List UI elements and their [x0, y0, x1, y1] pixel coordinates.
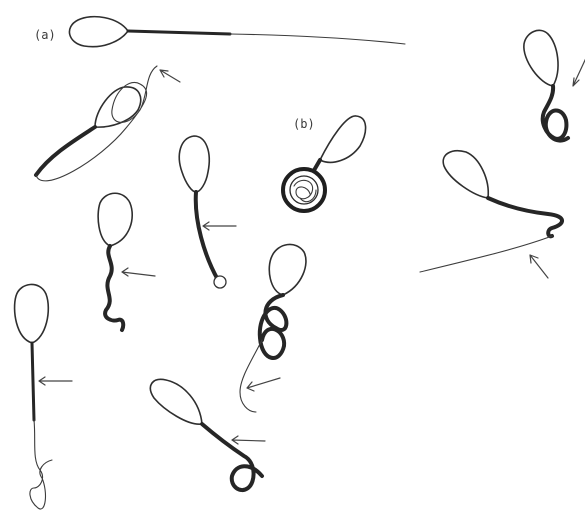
sperm-coiled-knob	[179, 136, 236, 288]
arrow-4	[247, 378, 280, 391]
sperm-looped-tail-1	[36, 66, 180, 181]
normal-sperm	[69, 17, 405, 47]
sperm-kinked-midpiece	[98, 193, 155, 330]
arrow-5	[39, 377, 72, 385]
arrow-3	[122, 268, 155, 276]
arrow-2	[203, 222, 236, 230]
label-panel-a: (a)	[34, 28, 56, 42]
tail-knob	[214, 276, 226, 288]
sperm-long-tail-looped	[15, 284, 72, 509]
sperm-top-right-coiled	[524, 30, 585, 140]
arrow-1	[160, 70, 180, 82]
arrow-8	[530, 255, 548, 278]
sperm-bent-long-tail	[420, 151, 562, 278]
sperm-figure-eight-tail	[240, 244, 306, 412]
sperm-curled-tail	[150, 379, 265, 490]
arrow-7	[573, 58, 585, 86]
label-panel-b: (b)	[293, 117, 315, 131]
arrow-6	[232, 436, 265, 444]
